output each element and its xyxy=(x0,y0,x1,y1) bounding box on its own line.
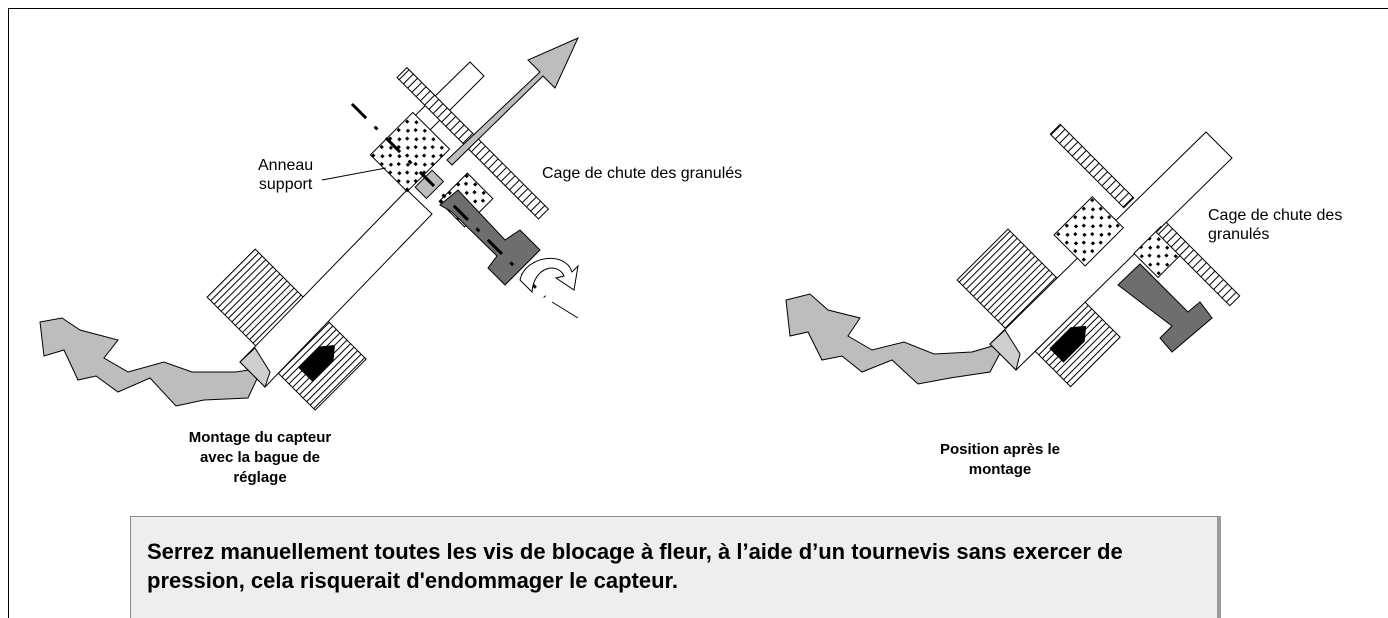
note-box-shadow xyxy=(1217,516,1221,618)
right-cage-plate xyxy=(1155,221,1241,307)
warning-note-box: Serrez manuellement toutes les vis de bl… xyxy=(130,516,1217,618)
left-assembly xyxy=(39,37,580,411)
direction-arrow xyxy=(446,37,580,166)
right-locking-screw xyxy=(1117,263,1213,353)
left-locking-screw xyxy=(439,189,541,286)
support-ring-label: Anneau support xyxy=(258,157,314,193)
left-caption: Montage du capteur avec la bague de régl… xyxy=(188,429,332,486)
right-plate-upper xyxy=(1049,123,1135,209)
figure-frame xyxy=(8,8,1388,618)
right-cage-label: Cage de chute des granulés xyxy=(1208,207,1343,243)
rotation-arrow xyxy=(519,257,579,294)
right-support-ring xyxy=(1053,195,1125,267)
left-support-ring xyxy=(369,111,451,193)
right-cable xyxy=(785,293,1008,385)
left-cable xyxy=(39,317,263,407)
right-assembly xyxy=(785,123,1241,388)
warning-note-text: Serrez manuellement toutes les vis de bl… xyxy=(147,539,1123,593)
left-cage-label: Cage de chute des granulés xyxy=(542,165,743,182)
right-caption: Position après le montage xyxy=(939,441,1061,478)
